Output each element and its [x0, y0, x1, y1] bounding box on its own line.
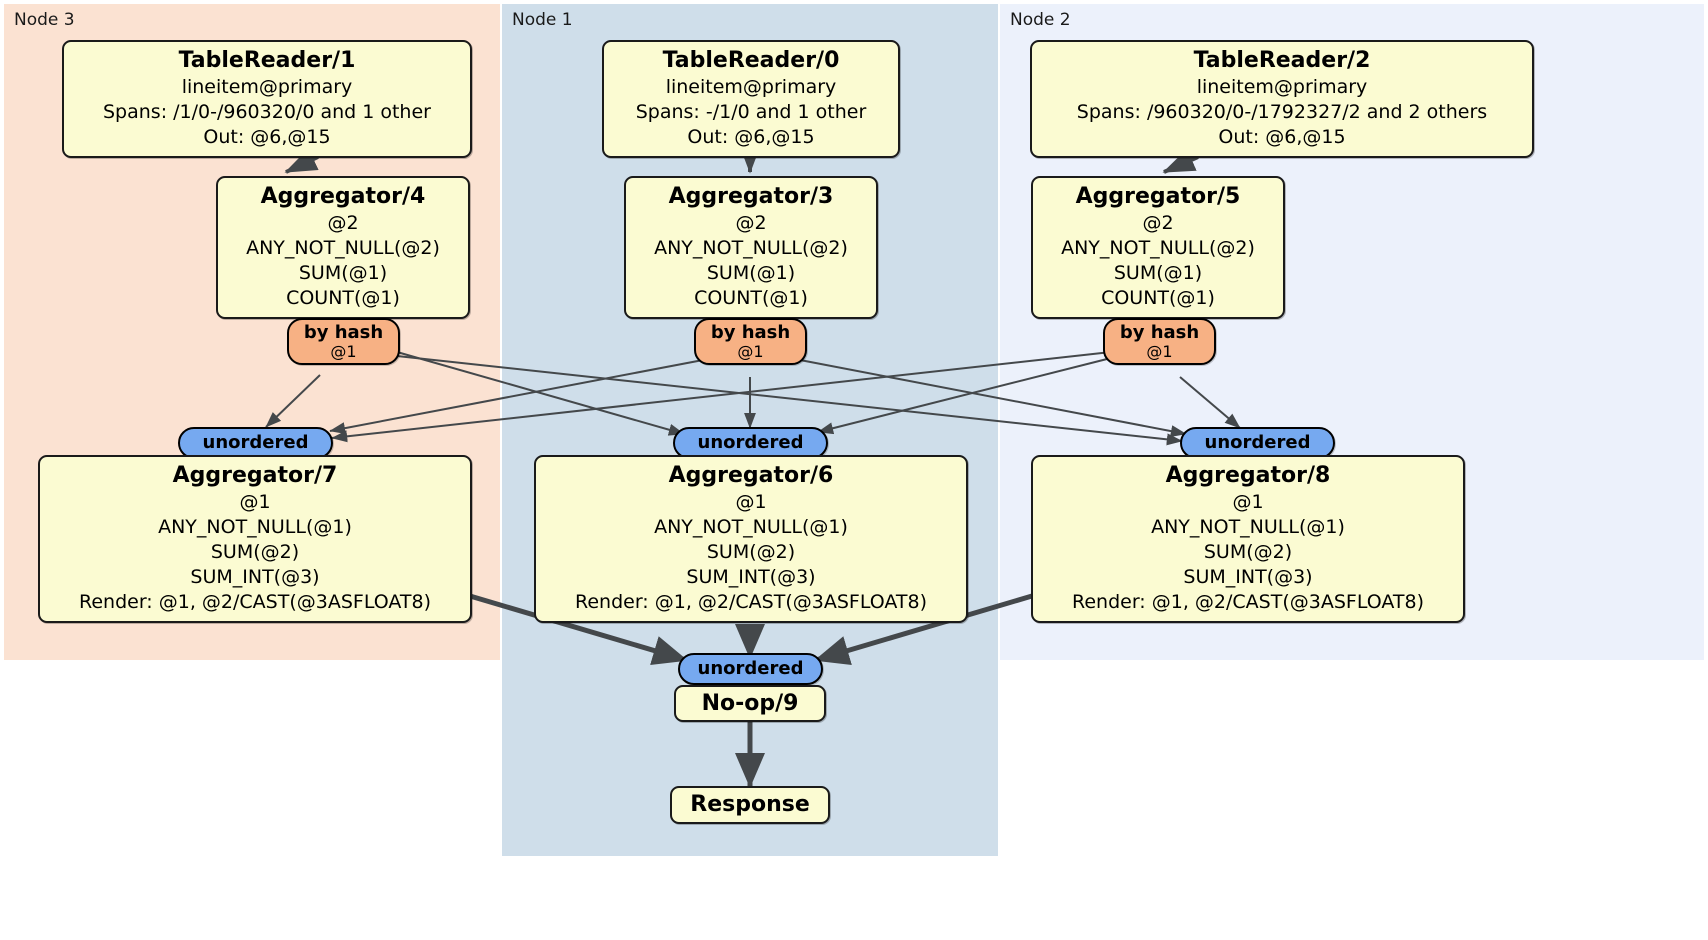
processor-title: Response	[690, 792, 810, 817]
processor-line: SUM(@2)	[1203, 541, 1293, 563]
node-panel-label-node2: Node 2	[1010, 10, 1071, 30]
badge-label: unordered	[1204, 432, 1311, 453]
processor-line: COUNT(@1)	[286, 287, 400, 309]
badge-label: by hash	[1119, 322, 1200, 343]
processor-box-tablereader1[interactable]: TableReader/1 lineitem@primary Spans: /1…	[62, 40, 472, 158]
processor-line: ANY_NOT_NULL(@2)	[654, 237, 848, 259]
processor-line: Out: @6,@15	[687, 126, 815, 148]
badge-label: unordered	[202, 432, 309, 453]
processor-line: COUNT(@1)	[1101, 287, 1215, 309]
processor-line: @1	[239, 491, 271, 513]
badge-label: by hash	[710, 322, 791, 343]
processor-line: SUM(@2)	[210, 541, 300, 563]
badge-unordered-left[interactable]: unordered	[178, 427, 333, 459]
processor-line: lineitem@primary	[1196, 76, 1368, 98]
processor-line: ANY_NOT_NULL(@2)	[246, 237, 440, 259]
processor-line: lineitem@primary	[181, 76, 353, 98]
node-panel-label-node1: Node 1	[512, 10, 573, 30]
processor-line: Spans: -/1/0 and 1 other	[635, 101, 867, 123]
processor-box-aggregator5[interactable]: Aggregator/5 @2 ANY_NOT_NULL(@2) SUM(@1)…	[1031, 176, 1285, 319]
processor-line: SUM_INT(@3)	[190, 566, 320, 588]
processor-title: Aggregator/8	[1165, 463, 1331, 488]
processor-title: Aggregator/6	[668, 463, 834, 488]
processor-line: SUM(@1)	[1113, 262, 1203, 284]
processor-line: SUM(@2)	[706, 541, 796, 563]
processor-box-aggregator4[interactable]: Aggregator/4 @2 ANY_NOT_NULL(@2) SUM(@1)…	[216, 176, 470, 319]
processor-line: Out: @6,@15	[203, 126, 331, 148]
processor-line: Spans: /960320/0-/1792327/2 and 2 others	[1076, 101, 1488, 123]
badge-sublabel: @1	[737, 342, 764, 361]
processor-box-aggregator3[interactable]: Aggregator/3 @2 ANY_NOT_NULL(@2) SUM(@1)…	[624, 176, 878, 319]
badge-unordered-middle[interactable]: unordered	[673, 427, 828, 459]
processor-line: @2	[735, 212, 767, 234]
processor-line: COUNT(@1)	[694, 287, 808, 309]
processor-line: @1	[1232, 491, 1264, 513]
processor-line: Spans: /1/0-/960320/0 and 1 other	[103, 101, 431, 123]
badge-by-hash-right[interactable]: by hash @1	[1103, 318, 1216, 365]
processor-line: Out: @6,@15	[1218, 126, 1346, 148]
processor-line: SUM_INT(@3)	[1183, 566, 1313, 588]
processor-line: Render: @1, @2/CAST(@3ASFLOAT8)	[575, 591, 927, 613]
processor-line: lineitem@primary	[665, 76, 837, 98]
processor-line: ANY_NOT_NULL(@1)	[654, 516, 848, 538]
processor-title: No-op/9	[701, 690, 799, 716]
processor-box-response[interactable]: Response	[670, 786, 830, 824]
processor-title: Aggregator/3	[668, 184, 834, 209]
processor-box-aggregator7[interactable]: Aggregator/7 @1 ANY_NOT_NULL(@1) SUM(@2)…	[38, 455, 472, 623]
badge-by-hash-middle[interactable]: by hash @1	[694, 318, 807, 365]
badge-unordered-final[interactable]: unordered	[678, 653, 823, 685]
badge-label: unordered	[697, 658, 804, 679]
processor-box-noop9[interactable]: No-op/9	[674, 685, 826, 722]
processor-line: ANY_NOT_NULL(@1)	[1151, 516, 1345, 538]
badge-sublabel: @1	[330, 342, 357, 361]
processor-box-aggregator8[interactable]: Aggregator/8 @1 ANY_NOT_NULL(@1) SUM(@2)…	[1031, 455, 1465, 623]
processor-title: TableReader/2	[1193, 48, 1371, 73]
badge-label: unordered	[697, 432, 804, 453]
processor-line: @2	[1142, 212, 1174, 234]
processor-box-tablereader0[interactable]: TableReader/0 lineitem@primary Spans: -/…	[602, 40, 900, 158]
processor-line: SUM(@1)	[706, 262, 796, 284]
badge-label: by hash	[303, 322, 384, 343]
processor-box-tablereader2[interactable]: TableReader/2 lineitem@primary Spans: /9…	[1030, 40, 1534, 158]
processor-line: Render: @1, @2/CAST(@3ASFLOAT8)	[79, 591, 431, 613]
processor-title: Aggregator/4	[260, 184, 426, 209]
processor-title: Aggregator/7	[172, 463, 338, 488]
processor-title: TableReader/1	[178, 48, 356, 73]
processor-line: SUM_INT(@3)	[686, 566, 816, 588]
processor-title: Aggregator/5	[1075, 184, 1241, 209]
processor-line: Render: @1, @2/CAST(@3ASFLOAT8)	[1072, 591, 1424, 613]
processor-line: @2	[327, 212, 359, 234]
processor-line: ANY_NOT_NULL(@1)	[158, 516, 352, 538]
processor-line: ANY_NOT_NULL(@2)	[1061, 237, 1255, 259]
badge-by-hash-left[interactable]: by hash @1	[287, 318, 400, 365]
processor-line: SUM(@1)	[298, 262, 388, 284]
node-panel-label-node3: Node 3	[14, 10, 75, 30]
processor-title: TableReader/0	[662, 48, 840, 73]
badge-sublabel: @1	[1146, 342, 1173, 361]
processor-line: @1	[735, 491, 767, 513]
processor-box-aggregator6[interactable]: Aggregator/6 @1 ANY_NOT_NULL(@1) SUM(@2)…	[534, 455, 968, 623]
